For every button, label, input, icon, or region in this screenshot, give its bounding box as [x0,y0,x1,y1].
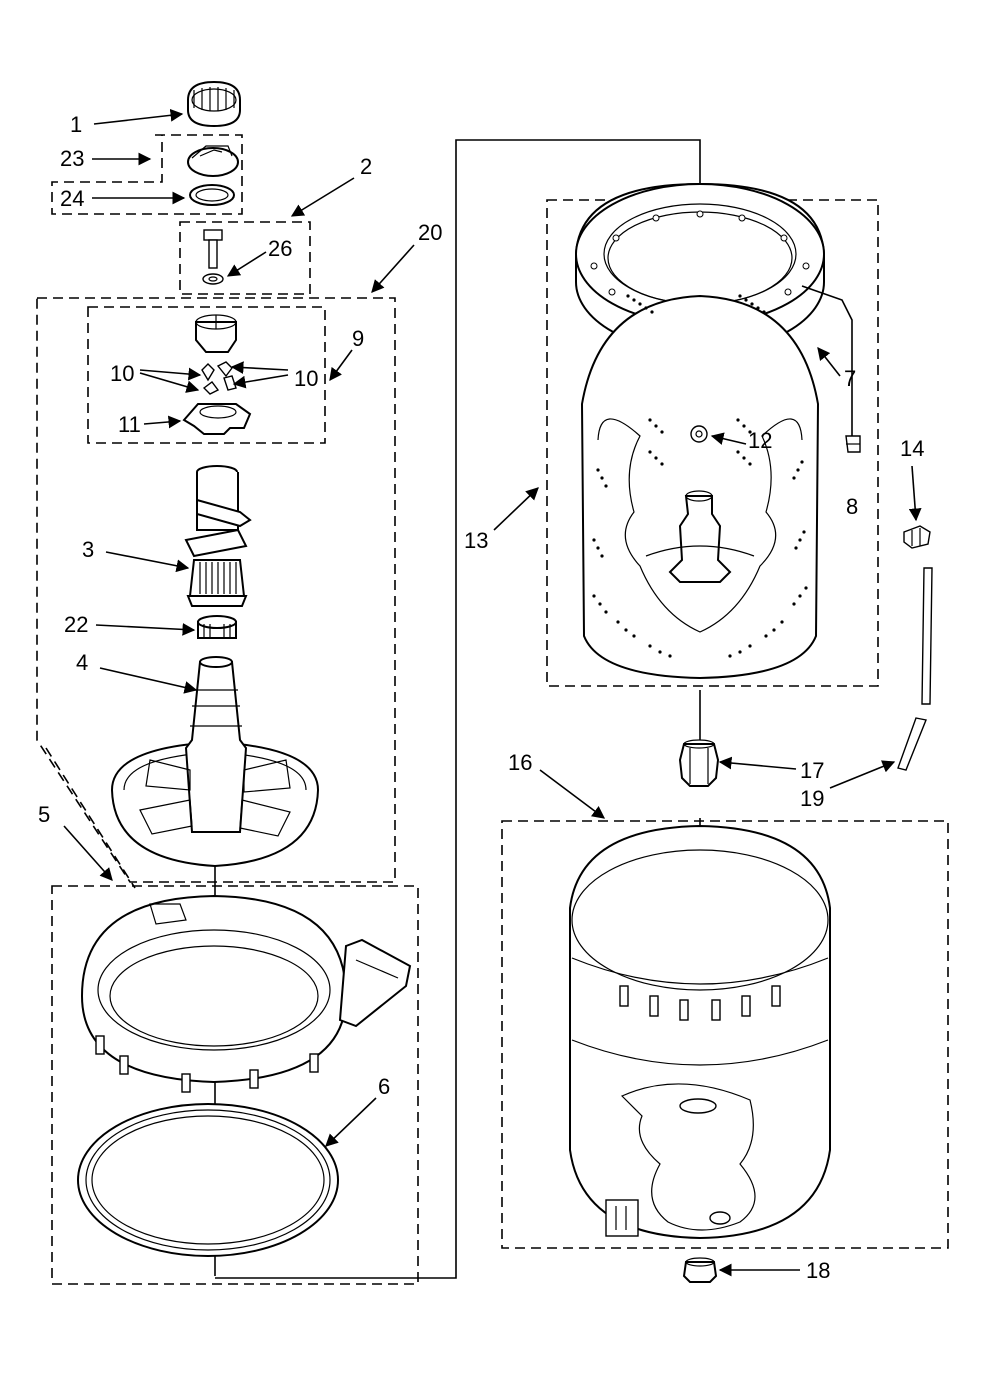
callout-1: 1 [70,112,82,137]
part-bearing [197,615,237,639]
part-seal-ring [189,184,235,206]
callout-19: 19 [800,786,824,811]
callout-20: 20 [418,220,442,245]
basket-perforations [592,294,808,658]
callout-8: 8 [846,494,858,519]
callout-7: 7 [844,366,856,391]
callout-5: 5 [38,802,50,827]
box-5-diagonal [45,747,136,889]
part-ring-seal [77,1103,339,1257]
callout-16: 16 [508,750,532,775]
part-plug [682,1257,718,1283]
callout-10-left: 10 [110,361,134,386]
callout-12: 12 [748,428,772,453]
part-auger [184,465,252,607]
part-cap [187,80,241,128]
part-cam [187,145,239,177]
part-hose [897,567,933,771]
part-agitator-base [110,656,320,868]
callout-18: 18 [806,1258,830,1283]
leader-arrows [63,108,922,1277]
callout-22: 22 [64,612,88,637]
callout-3: 3 [82,537,94,562]
part-basket [580,294,820,680]
part-outer-tub [569,824,831,1240]
callout-24: 24 [60,186,84,211]
box-20 [36,297,396,883]
callout-9: 9 [352,326,364,351]
part-clip [801,285,861,453]
callout-17: 17 [800,758,824,783]
part-bolt [202,229,224,285]
part-tub-ring [80,894,412,1093]
callout-6: 6 [378,1074,390,1099]
part-drive-nut [690,425,708,443]
box-9 [87,306,326,444]
part-agitator-cam-assembly [182,314,252,435]
box-16 [501,820,949,1249]
part-coupling [678,739,720,787]
callout-23: 23 [60,146,84,171]
callout-2: 2 [360,154,372,179]
box-2 [179,221,311,295]
part-hose-clamp [903,525,931,549]
callout-26: 26 [268,236,292,261]
box-5 [51,885,419,1285]
callout-13: 13 [464,528,488,553]
callout-10-right: 10 [294,366,318,391]
callout-11: 11 [118,412,141,437]
callout-labels: 1 23 24 2 26 20 9 10 10 11 3 22 4 5 6 7 … [38,112,924,1283]
callout-4: 4 [76,650,88,675]
box-23 [51,134,243,215]
callout-14: 14 [900,436,924,461]
